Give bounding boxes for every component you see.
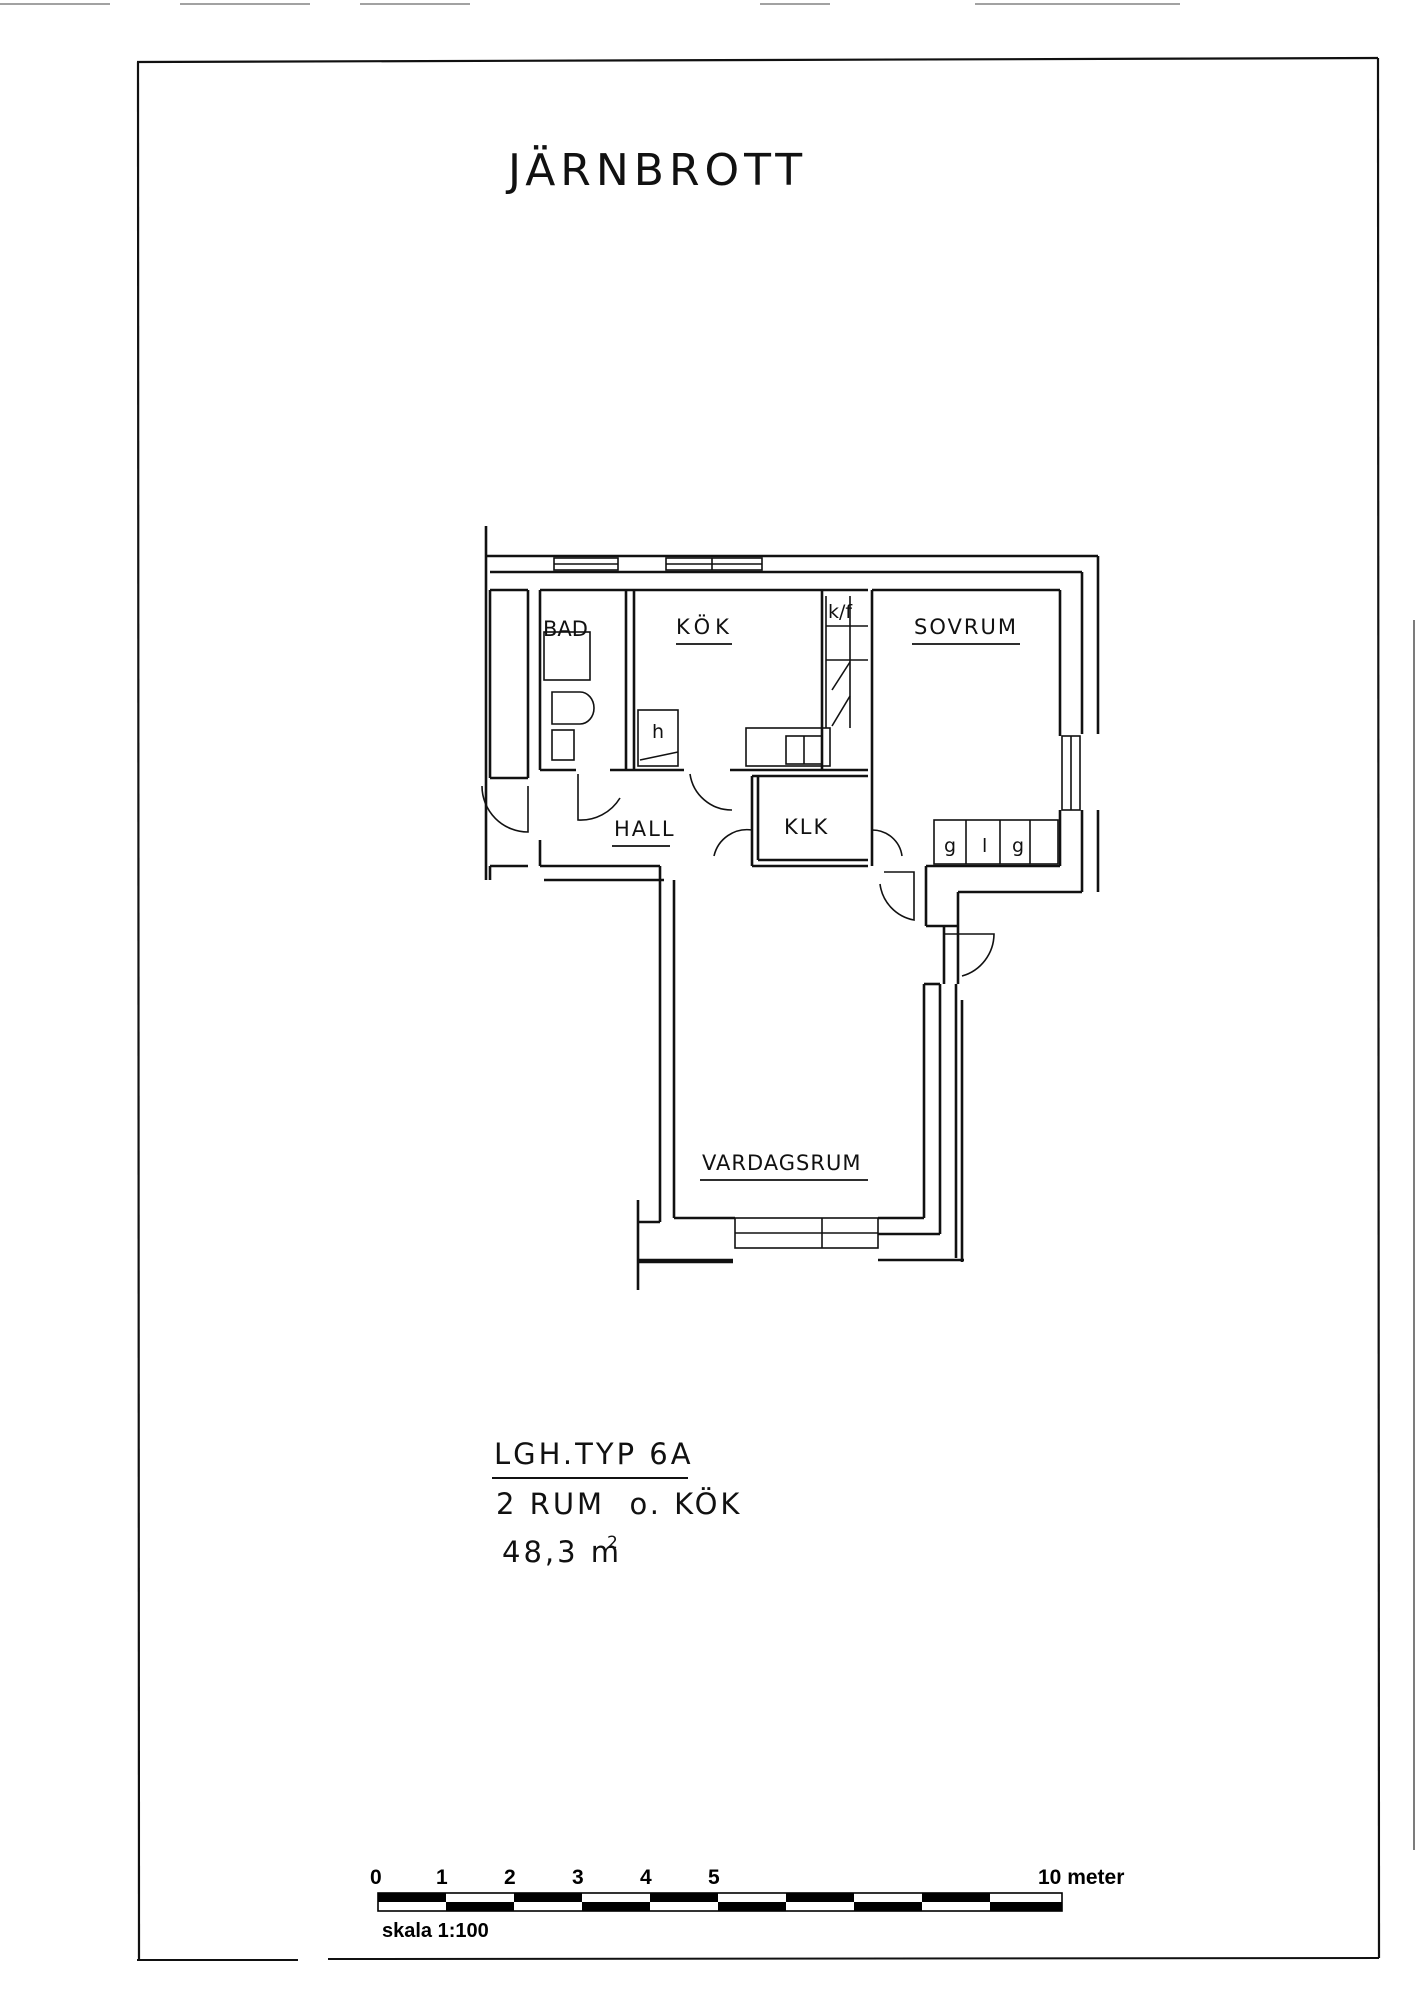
page-frame	[0, 3, 1415, 1961]
room-label-hall: HALL	[614, 817, 676, 841]
fixture-label-h: h	[652, 721, 664, 743]
scale-tick-label: 0	[370, 1866, 382, 1889]
apartment-type: LGH.TYP 6A	[494, 1437, 694, 1471]
room-label-kok: KÖK	[676, 614, 734, 639]
scale-tick-label: 3	[572, 1866, 584, 1889]
scale-tick-label: 10 meter	[1038, 1866, 1124, 1889]
floor-plan	[481, 526, 1100, 1290]
room-label-bad: BAD	[543, 617, 588, 641]
apartment-rooms: 2 RUM o. KÖK	[496, 1487, 742, 1521]
scale-tick-label: 2	[504, 1866, 516, 1889]
apartment-area: 48,3 m	[502, 1535, 622, 1569]
room-labels: BAD KÖK k/f SOVRUM HALL KLK VARDAGSRUM h…	[543, 601, 1024, 1181]
scale-tick-label: 1	[436, 1866, 448, 1889]
room-label-klk: KLK	[784, 815, 829, 839]
scale-tick-label: 5	[708, 1866, 720, 1889]
scale-tick-label: 4	[640, 1866, 652, 1889]
room-label-kf: k/f	[828, 601, 853, 623]
room-label-sovrum: SOVRUM	[914, 615, 1018, 639]
apartment-area-superscript: 2	[607, 1533, 618, 1553]
apartment-info: LGH.TYP 6A 2 RUM o. KÖK 48,3 m 2	[492, 1437, 742, 1569]
wardrobe-label-g2: g	[1012, 835, 1024, 857]
scale-bar: 0 1 2 3 4 5 10 meter skala 1:100	[370, 1866, 1124, 1942]
scale-label: skala 1:100	[382, 1920, 489, 1942]
plan-title: JÄRNBROTT	[505, 144, 807, 196]
wardrobe-label-g1: g	[944, 835, 956, 857]
room-label-vardagsrum: VARDAGSRUM	[702, 1151, 861, 1175]
wardrobe-label-l: l	[982, 835, 987, 857]
